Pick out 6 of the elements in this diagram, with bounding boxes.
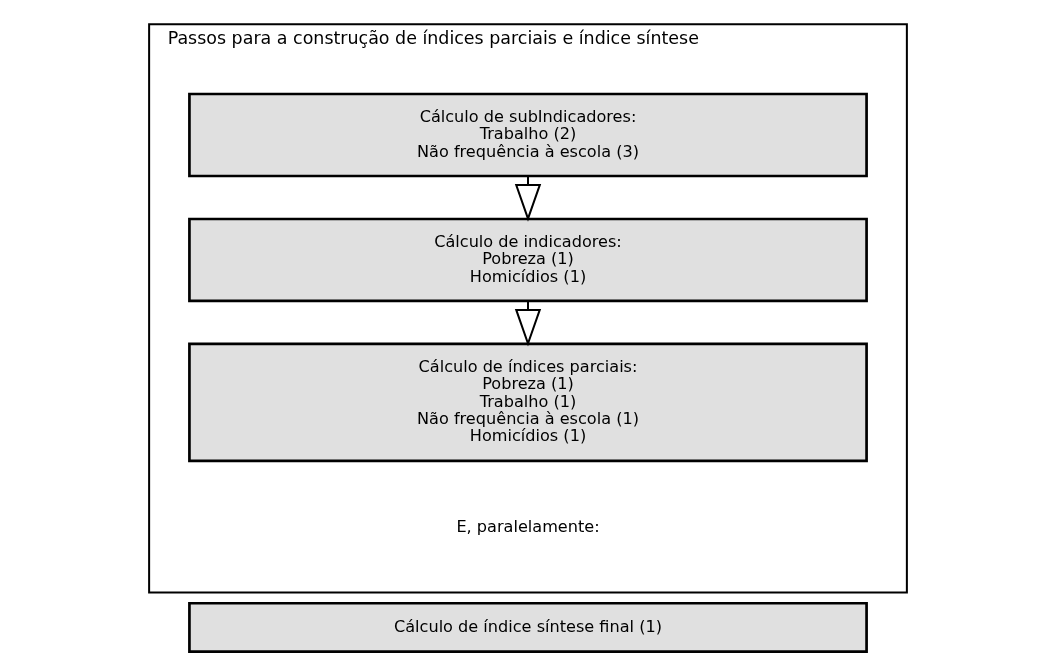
arrow [514, 176, 542, 222]
node-box: Cálculo de indicadores: Pobreza (1) Homicídios (1) [188, 217, 868, 303]
node-box: Cálculo de subIndicadores: Trabalho (2) Não frequência à escola (3) [188, 92, 868, 178]
node-box: Cálculo de índices parciais: Pobreza (1) Trabalho (1) Não frequência à escola (1) Homicídios (1) [188, 342, 868, 463]
node-box: Cálculo de índice síntese final (1) [188, 601, 868, 653]
label: E, paralelamente: [456, 517, 600, 537]
